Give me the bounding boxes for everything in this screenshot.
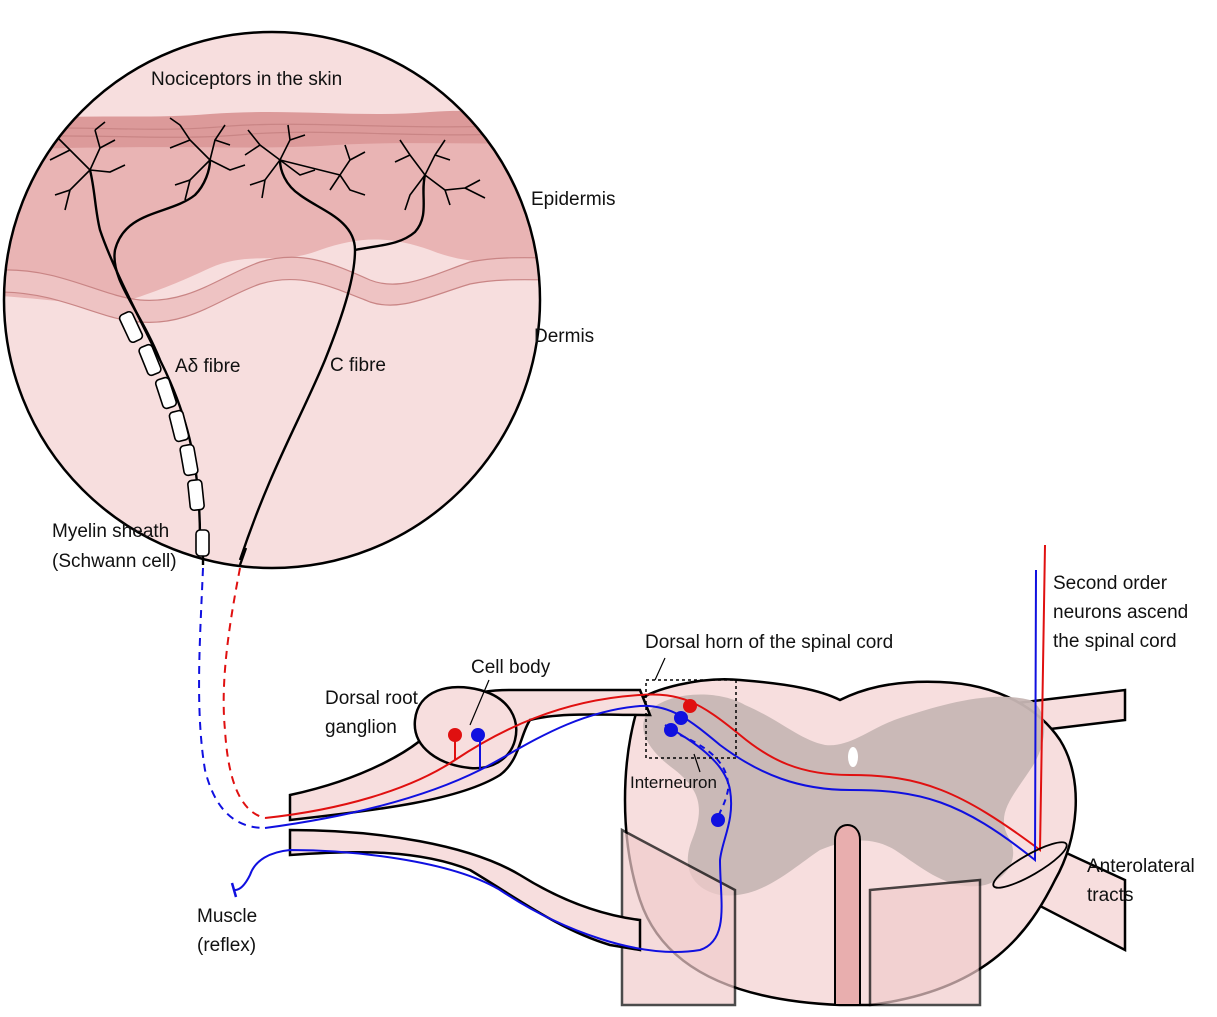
red-cell-body-drg	[448, 728, 462, 742]
second-order-label-line1: Second order	[1053, 572, 1167, 596]
drg-label-line2: ganglion	[325, 716, 397, 740]
muscle-label-line2: (reflex)	[197, 934, 256, 958]
blue-cell-body-horn	[674, 711, 688, 725]
blue-cell-body-drg	[471, 728, 485, 742]
muscle-label-line1: Muscle	[197, 905, 257, 929]
drg-label-line1: Dorsal root	[325, 687, 418, 711]
interneuron-label: Interneuron	[630, 772, 717, 793]
red-cell-body-horn	[683, 699, 697, 713]
central-canal	[848, 747, 858, 767]
title-label: Nociceptors in the skin	[151, 68, 342, 92]
c-fibre-label: C fibre	[330, 354, 386, 378]
ventral-fissure	[835, 825, 860, 1005]
dorsal-horn-label: Dorsal horn of the spinal cord	[645, 631, 893, 655]
ventral-root	[290, 830, 640, 950]
spinal-cord-assembly	[290, 679, 1125, 1005]
epidermis-label: Epidermis	[531, 188, 615, 212]
myelin-label-line1: Myelin sheath	[52, 520, 169, 544]
anterolateral-label-line2: tracts	[1087, 884, 1133, 908]
cell-body-label: Cell body	[471, 656, 550, 680]
second-order-label-line3: the spinal cord	[1053, 630, 1177, 654]
blue-motor-neuron-body	[711, 813, 725, 827]
second-order-label-line2: neurons ascend	[1053, 601, 1188, 625]
red-dashed-path	[224, 568, 265, 818]
anterolateral-label-line1: Anterolateral	[1087, 855, 1195, 879]
blue-dashed-path	[199, 568, 265, 828]
a-delta-label: Aδ fibre	[175, 355, 241, 379]
dermis-label: Dermis	[534, 325, 594, 349]
blue-interneuron-body	[664, 723, 678, 737]
myelin-label-line2: (Schwann cell)	[52, 550, 177, 574]
